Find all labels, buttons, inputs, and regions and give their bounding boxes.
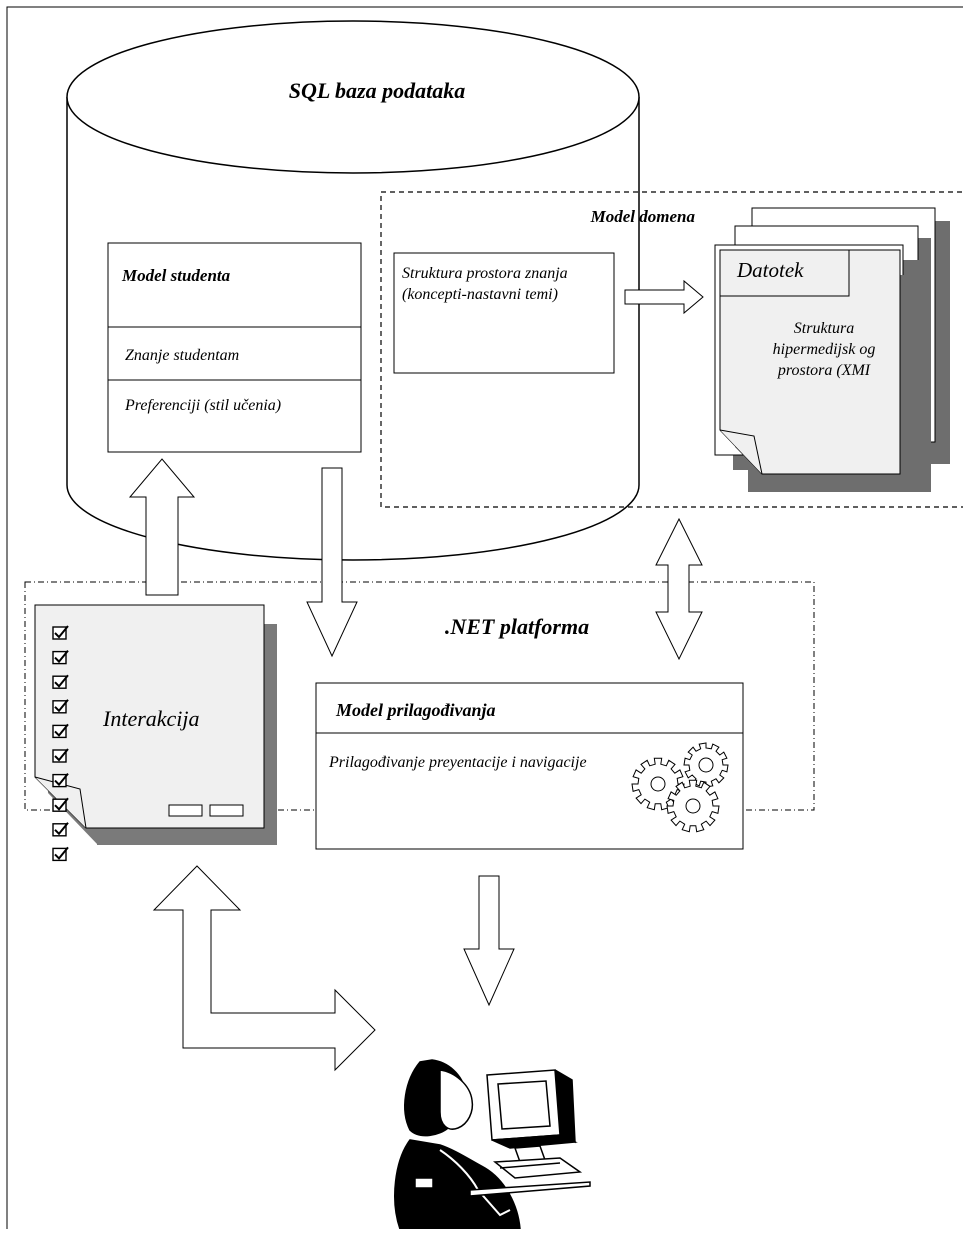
gear-hole bbox=[685, 798, 701, 814]
knowledge-space-text: Struktura prostora znanja (koncepti-nast… bbox=[402, 265, 568, 303]
checkbox-icon bbox=[52, 699, 69, 714]
files-tab-label: Datotek bbox=[736, 258, 804, 282]
doc-button-2 bbox=[209, 804, 244, 817]
checkbox-icon bbox=[52, 649, 69, 665]
checkbox-icon bbox=[52, 772, 69, 788]
arrow-down-to-adaptation bbox=[306, 467, 358, 658]
checkbox-list bbox=[52, 625, 69, 862]
arrow-interaction-user bbox=[152, 865, 376, 1072]
adaptation-model-body: Prilagođivanje preyentacije i navigacije bbox=[328, 754, 587, 771]
checkbox-icon bbox=[52, 723, 69, 739]
domain-model-boundary bbox=[380, 191, 963, 508]
net-platform-boundary bbox=[24, 581, 815, 811]
doc-button-1 bbox=[168, 804, 203, 817]
outer-frame bbox=[6, 6, 963, 1234]
files-stack bbox=[714, 207, 950, 492]
student-preferences: Preferenciji (stil učenia) bbox=[125, 397, 282, 414]
checkbox-icon bbox=[52, 674, 69, 689]
user-at-computer-icon bbox=[394, 1059, 591, 1230]
checkbox-icon bbox=[52, 822, 69, 837]
student-knowledge: Znanje studentam bbox=[125, 347, 239, 364]
arrow-bidirectional-domain bbox=[655, 517, 703, 661]
interaction-document bbox=[34, 604, 277, 862]
adaptation-model-title: Model prilagođivanja bbox=[335, 700, 496, 720]
checkbox-icon bbox=[52, 748, 69, 763]
student-model-box bbox=[107, 242, 362, 453]
files-content-text: Struktura hipermedijsk og prostora (XMI bbox=[772, 320, 876, 379]
checkbox-icon bbox=[52, 625, 69, 640]
interaction-label: Interakcija bbox=[102, 706, 200, 731]
checkbox-icon bbox=[52, 846, 69, 862]
gear-hole bbox=[698, 757, 714, 773]
arrow-up-to-student-model bbox=[128, 458, 196, 596]
gear-hole bbox=[650, 776, 666, 792]
arrow-to-files bbox=[624, 279, 704, 315]
knowledge-space-box bbox=[393, 252, 615, 374]
checkbox-icon bbox=[52, 797, 69, 812]
student-model-title: Model studenta bbox=[121, 266, 231, 285]
platform-title: .NET platforma bbox=[445, 614, 589, 639]
database-title: SQL baza podataka bbox=[289, 78, 465, 103]
gears-icon bbox=[631, 742, 729, 833]
arrow-down-to-user bbox=[463, 875, 515, 1007]
domain-model-title: Model domena bbox=[590, 207, 696, 226]
